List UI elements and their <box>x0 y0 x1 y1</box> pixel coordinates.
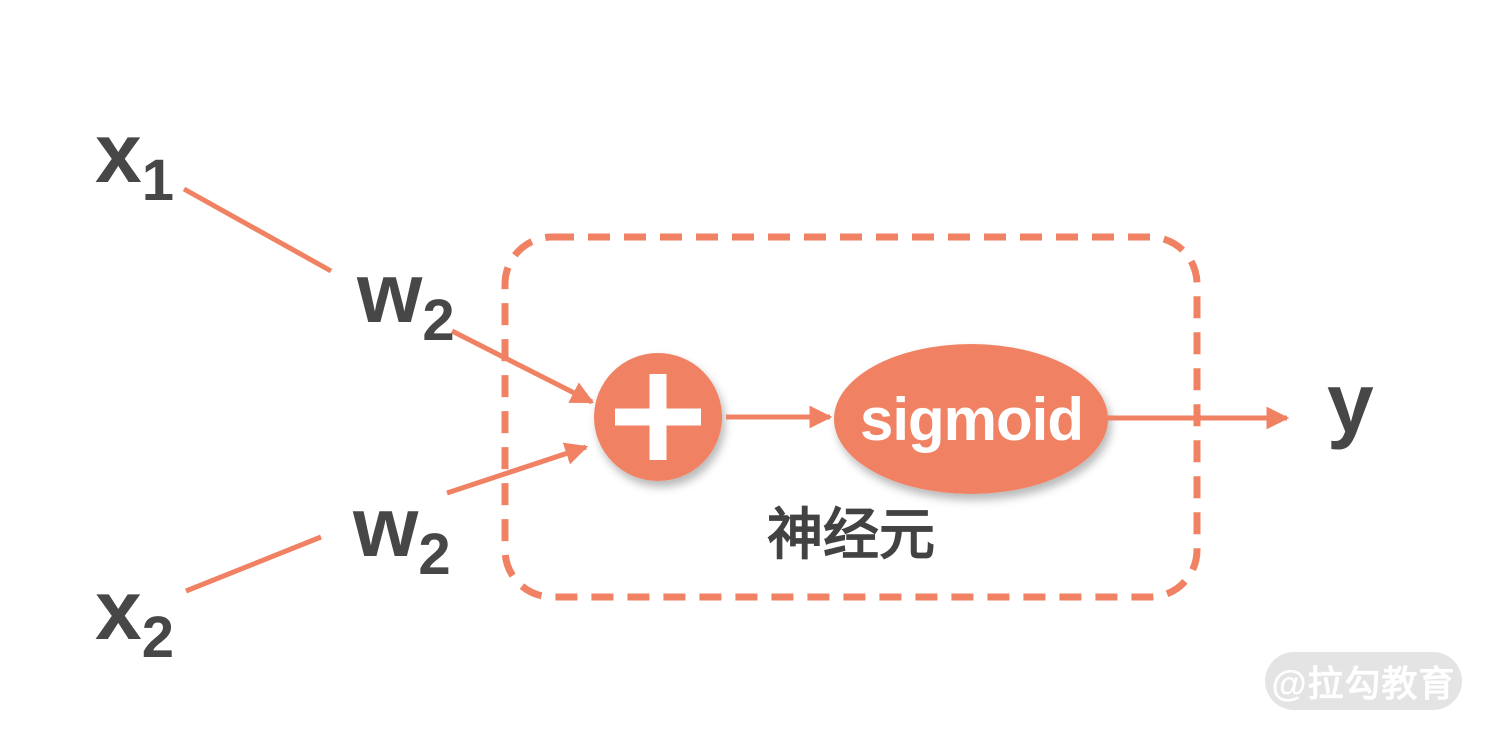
weight2-arrow <box>446 442 589 496</box>
plus-icon <box>615 374 701 460</box>
watermark-badge: @拉勾教育 <box>1265 652 1462 710</box>
input1-connection-line <box>182 186 333 274</box>
weight-w2-bottom-label: w2 <box>353 485 451 584</box>
weight-w2-top-base: w <box>357 246 423 340</box>
input-x2-subscript: 2 <box>141 605 174 670</box>
input-x2-label: x2 <box>95 568 174 667</box>
input-x1-subscript: 1 <box>141 148 174 213</box>
input-x2-base: x <box>95 563 142 657</box>
activation-function-label: sigmoid <box>859 385 1084 453</box>
input2-connection-line <box>185 534 322 594</box>
activation-node <box>834 344 1108 494</box>
weight1-arrow <box>450 328 595 405</box>
input-x1-label: x1 <box>95 111 174 210</box>
weight-w2-top-label: w2 <box>357 251 455 350</box>
neuron-caption: 神经元 <box>767 503 935 566</box>
weight-w2-top-subscript: 2 <box>422 288 455 353</box>
output-y-label: y <box>1327 356 1374 450</box>
weight-w2-bottom-base: w <box>353 480 419 574</box>
input-x1-base: x <box>95 106 142 200</box>
weight-w2-bottom-subscript: 2 <box>418 522 451 587</box>
